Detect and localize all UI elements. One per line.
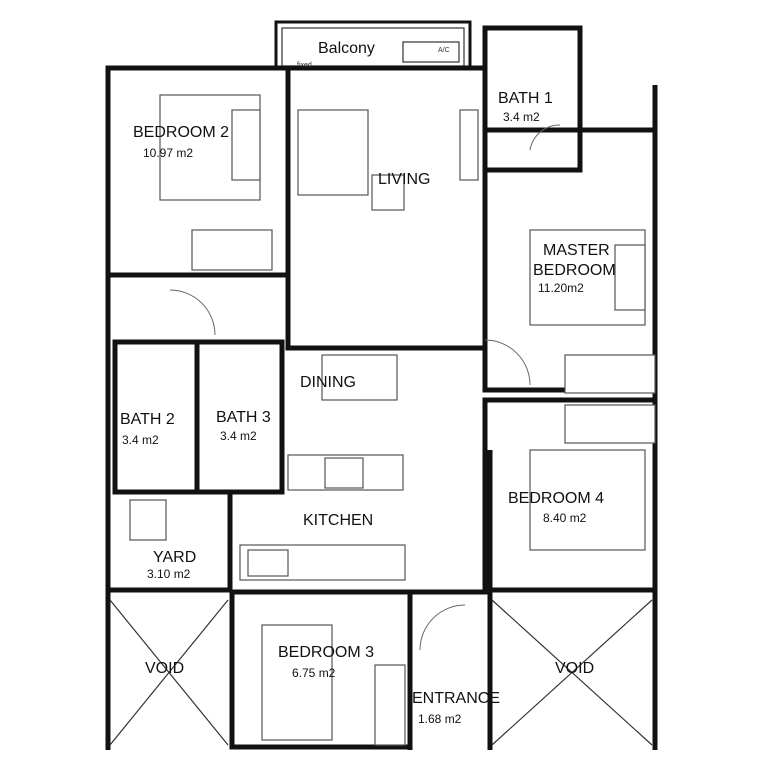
yard-area: 3.10 m2: [147, 567, 191, 581]
bath3-label: BATH 3: [216, 409, 271, 426]
bedroom4-label: BEDROOM 4: [508, 490, 604, 507]
living-label: LIVING: [378, 171, 430, 188]
bedroom3-label: BEDROOM 3: [278, 644, 374, 661]
void-left-label: VOID: [145, 660, 184, 677]
bath1-label: BATH 1: [498, 90, 553, 107]
master-bedroom-area: 11.20m2: [538, 281, 584, 295]
bath2-area: 3.4 m2: [122, 433, 159, 447]
bedroom3-area: 6.75 m2: [292, 666, 336, 680]
master-bedroom-label-1: MASTER: [543, 242, 610, 259]
bath2-label: BATH 2: [120, 411, 175, 428]
entrance-area: 1.68 m2: [418, 712, 462, 726]
master-bedroom-label-2: BEDROOM: [533, 262, 616, 279]
bedroom2-label: BEDROOM 2: [133, 124, 229, 141]
bath3-area: 3.4 m2: [220, 429, 257, 443]
void-right-label: VOID: [555, 660, 594, 677]
void-right-cross: [491, 599, 653, 746]
balcony-fixed-label: fixed: [297, 62, 312, 69]
kitchen-label: KITCHEN: [303, 512, 373, 529]
void-left-cross: [109, 599, 229, 746]
bedroom4-area: 8.40 m2: [543, 511, 587, 525]
bedroom2-area: 10.97 m2: [143, 146, 193, 160]
balcony-ac-label: A/C: [438, 47, 450, 54]
balcony-label: Balcony: [318, 40, 375, 57]
walls: [105, 25, 658, 750]
yard-label: YARD: [153, 549, 196, 566]
dining-label: DINING: [300, 374, 356, 391]
entrance-label: ENTRANCE: [412, 690, 500, 707]
furniture: [129, 94, 656, 746]
bath1-area: 3.4 m2: [503, 110, 540, 124]
